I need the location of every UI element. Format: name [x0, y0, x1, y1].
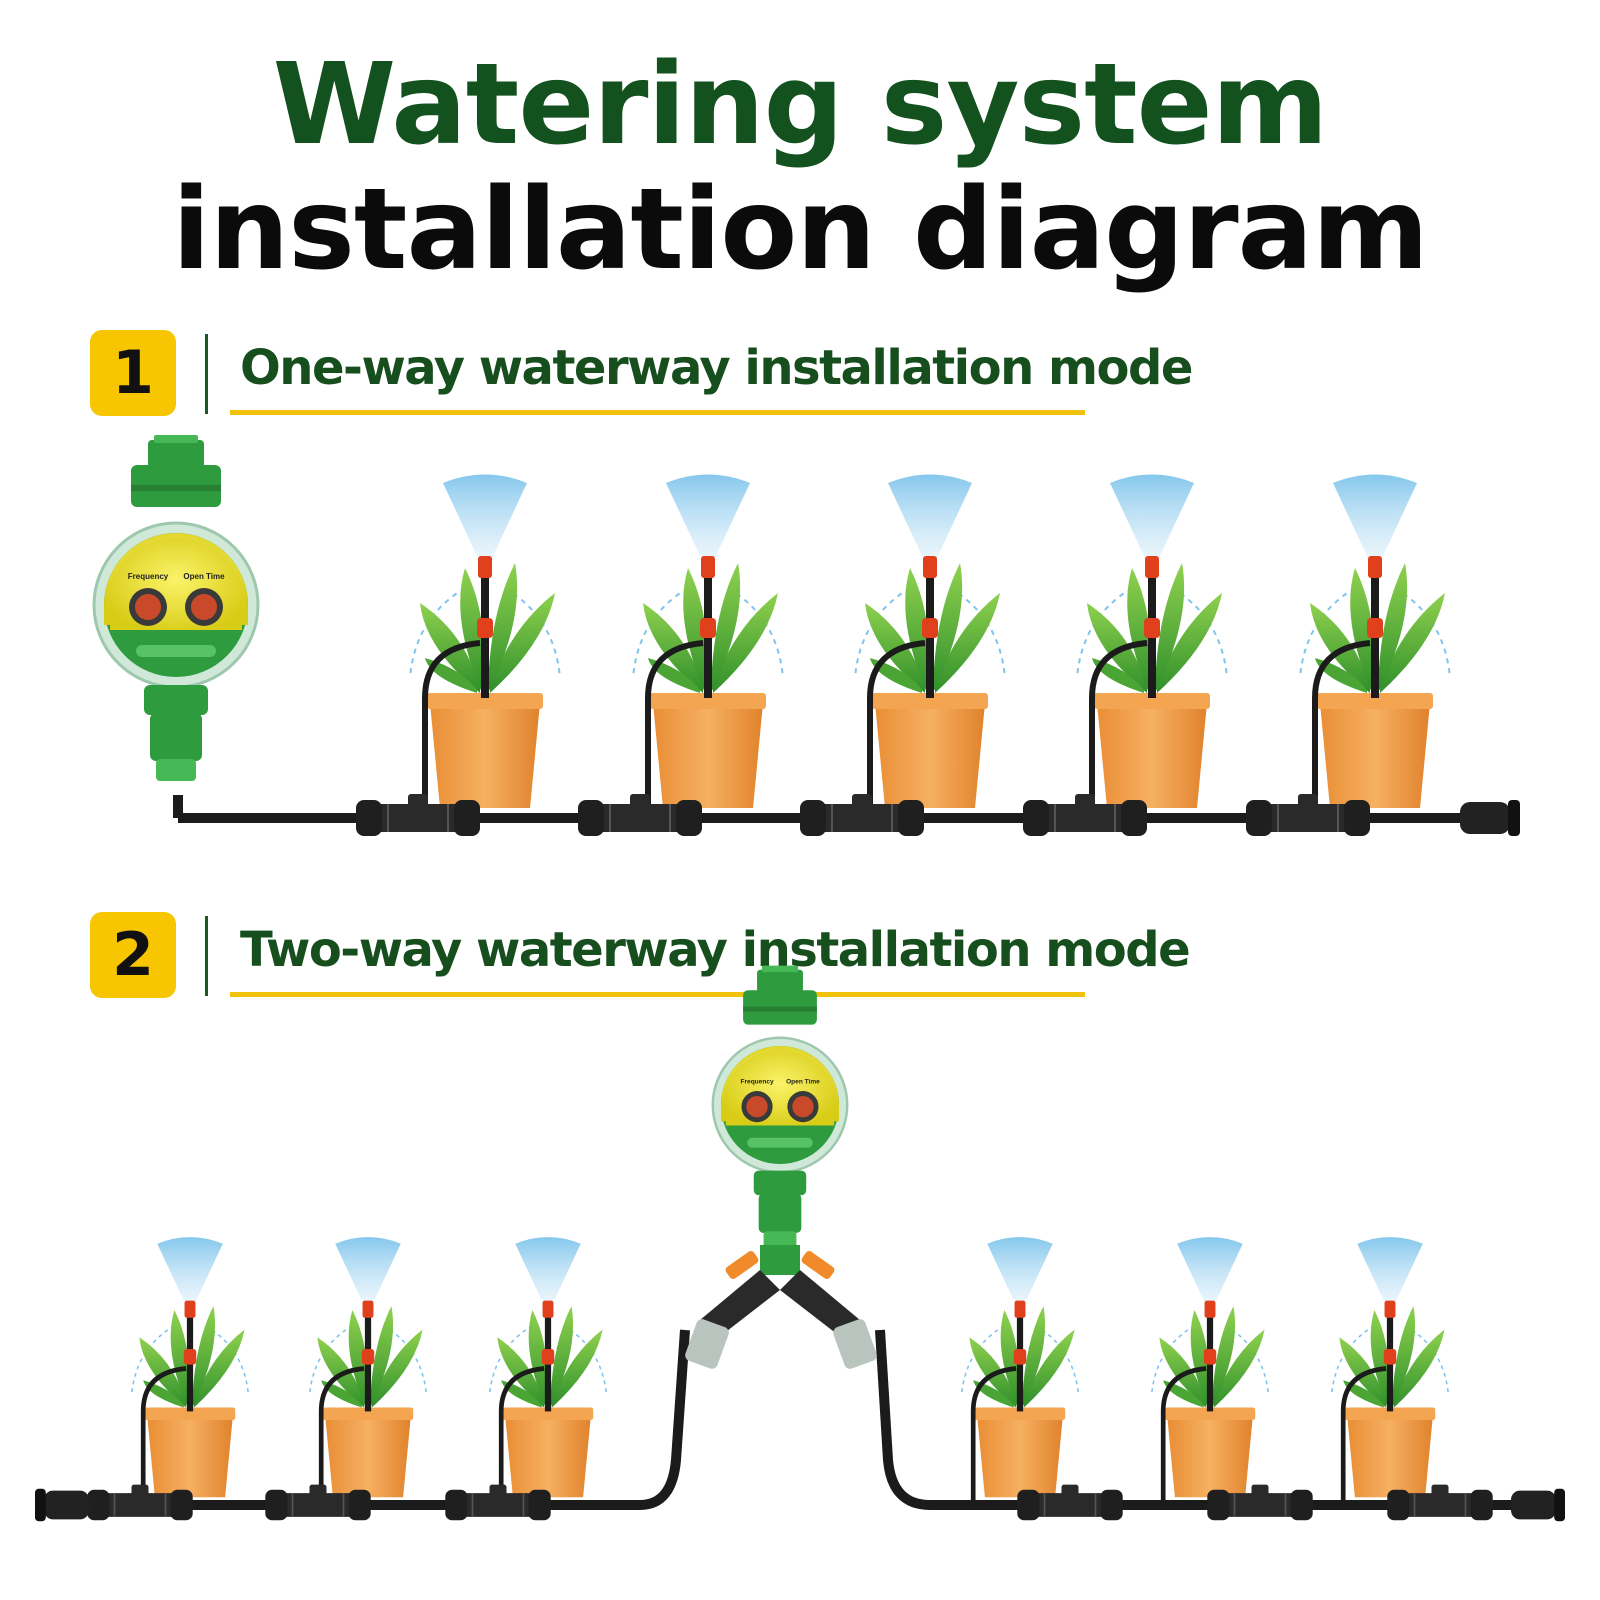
two-way-layout: Frequency Open Time	[35, 964, 1565, 1522]
plant-pot-icon	[1152, 1237, 1269, 1505]
timer-frequency-label: Frequency	[740, 1079, 773, 1086]
plant-pot-icon	[310, 1237, 427, 1505]
step-1-divider	[205, 334, 208, 414]
tee-connector-icon	[1022, 793, 1148, 837]
end-plug-icon	[35, 1488, 89, 1522]
plant-pot-icon	[1077, 475, 1227, 819]
step-2-title: Two-way waterway installation mode	[240, 922, 1191, 978]
plant-pot-icon	[132, 1237, 249, 1505]
timer-frequency-label: Frequency	[128, 572, 169, 581]
tee-connector-icon	[577, 793, 703, 837]
step-2-badge: 2	[90, 912, 176, 998]
plant-pot-icon	[410, 475, 560, 819]
tee-connector-icon	[86, 1483, 194, 1522]
timer-open-time-label: Open Time	[183, 572, 225, 581]
step-1-badge: 1	[90, 330, 176, 416]
tee-connector-icon	[1206, 1483, 1314, 1522]
tee-connector-icon	[1016, 1483, 1124, 1522]
tee-connector-icon	[444, 1483, 552, 1522]
diagram-title-line-2: installation diagram	[172, 165, 1429, 295]
y-splitter-valve-icon	[685, 1245, 877, 1369]
tee-connector-icon	[799, 793, 925, 837]
end-plug-icon	[1460, 800, 1520, 836]
timer-open-time-label: Open Time	[786, 1079, 820, 1086]
right-branch-pipe	[875, 1329, 1540, 1510]
water-timer-icon: Frequency Open Time	[711, 964, 849, 1251]
end-plug-icon	[1511, 1488, 1565, 1522]
one-way-layout: Frequency Open Time	[92, 433, 1520, 837]
plant-pot-icon	[1332, 1237, 1449, 1505]
tee-connector-icon	[1386, 1483, 1494, 1522]
plant-pot-icon	[633, 475, 783, 819]
tee-connector-icon	[355, 793, 481, 837]
diagram-title-line-1: Watering system	[272, 40, 1329, 170]
step-1-title: One-way waterway installation mode	[240, 340, 1193, 396]
tee-connector-icon	[264, 1483, 372, 1522]
water-timer-icon: Frequency Open Time	[92, 433, 260, 783]
plant-pot-icon	[490, 1237, 607, 1505]
step-1-underline	[230, 410, 1085, 415]
left-branch-pipe	[60, 1329, 690, 1510]
tee-connector-icon	[1245, 793, 1371, 837]
plant-pot-icon	[962, 1237, 1079, 1505]
step-2-divider	[205, 916, 208, 996]
plant-pot-icon	[855, 475, 1005, 819]
plant-pot-icon	[1300, 475, 1450, 819]
step-2-underline	[230, 992, 1085, 997]
